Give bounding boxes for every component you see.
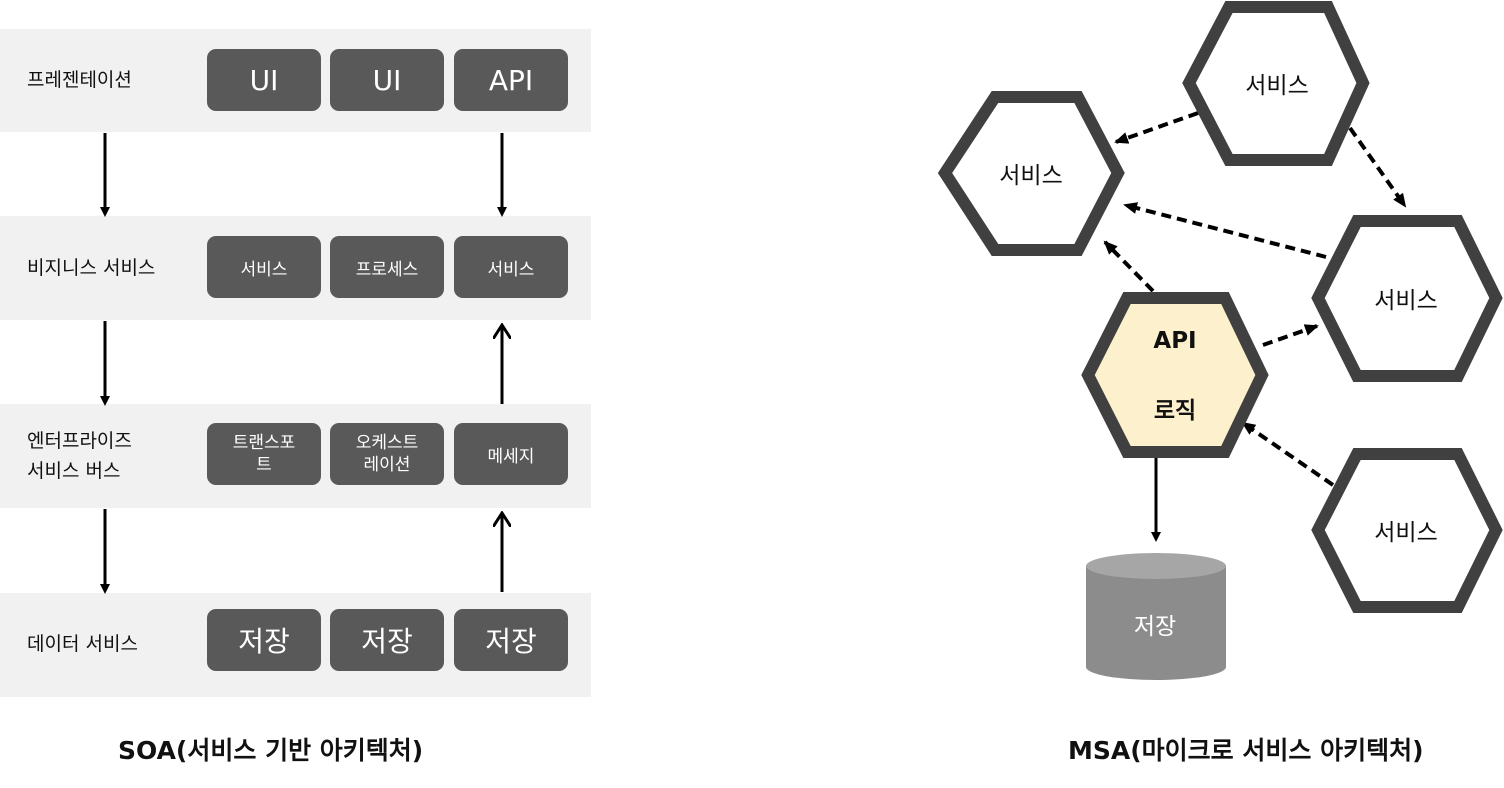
msa-service-hex-bottom (1311, 448, 1503, 613)
msa-arrow-core-to-left (1103, 240, 1155, 293)
msa-storage-label: 저장 (1133, 614, 1177, 640)
business-process-box: 프로세스 (330, 236, 444, 298)
msa-caption: MSA(마이크로 서비스 아키텍처) (1068, 736, 1424, 765)
row-label-presentation: 프레젠테이션 (27, 69, 132, 91)
msa-service-label-top: 서비스 (1245, 73, 1309, 99)
presentation-ui-box-1: UI (207, 49, 321, 111)
row-label-esb-line1: 엔터프라이즈 (27, 430, 132, 452)
msa-storage-cylinder (1086, 553, 1226, 680)
msa-service-label-left: 서비스 (999, 163, 1063, 189)
data-storage-box-1: 저장 (207, 609, 321, 671)
msa-service-hex-top (1182, 0, 1370, 166)
msa-arrow-bottom-to-core (1241, 421, 1335, 487)
row-label-data: 데이터 서비스 (27, 633, 138, 655)
esb-transport-box: 트랜스포 트 (207, 423, 321, 485)
msa-arrow-right-to-left (1123, 202, 1327, 259)
msa-core-label-logic: 로직 (1153, 398, 1197, 424)
msa-service-hex-right (1311, 215, 1503, 382)
soa-caption: SOA(서비스 기반 아키텍처) (118, 736, 424, 765)
row-label-business: 비지니스 서비스 (27, 257, 156, 279)
msa-arrow-top-to-right (1348, 126, 1407, 208)
msa-service-label-bottom: 서비스 (1374, 520, 1438, 546)
msa-service-hex-left (937, 91, 1125, 256)
esb-orchestration-box: 오케스트 레이션 (330, 423, 444, 485)
msa-arrow-core-to-right (1262, 324, 1319, 347)
business-service-box-2: 서비스 (454, 236, 568, 298)
msa-arrow-top-to-left (1114, 111, 1199, 144)
data-storage-box-3: 저장 (454, 609, 568, 671)
row-label-esb-line2: 서비스 버스 (27, 460, 121, 482)
presentation-api-box: API (454, 49, 568, 111)
business-service-box-1: 서비스 (207, 236, 321, 298)
msa-core-label-api: API (1153, 328, 1197, 354)
esb-message-box: 메세지 (454, 423, 568, 485)
msa-service-label-right: 서비스 (1374, 288, 1438, 314)
presentation-ui-box-2: UI (330, 49, 444, 111)
msa-core-hex (1081, 292, 1269, 458)
data-storage-box-2: 저장 (330, 609, 444, 671)
